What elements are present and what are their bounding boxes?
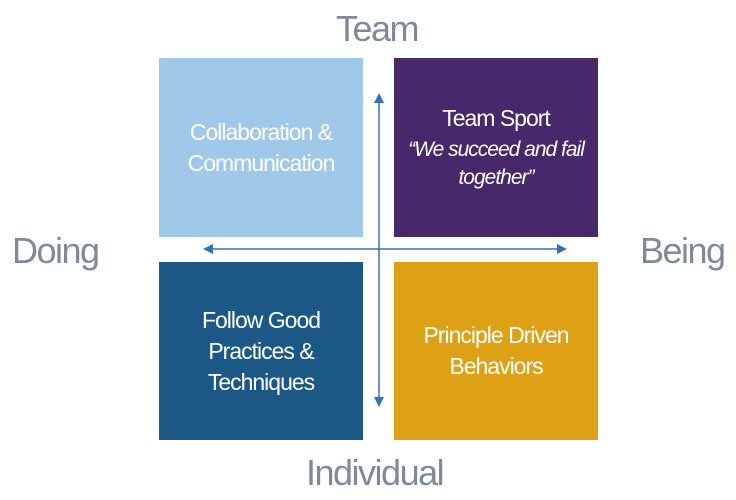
- quadrant-text: Behaviors: [449, 353, 543, 379]
- axis-label-being: Being: [640, 230, 726, 271]
- axis-label-individual: Individual: [306, 452, 445, 493]
- quadrant-text: Collaboration &: [189, 118, 333, 145]
- quadrant-collaboration: Collaboration & Communication: [159, 58, 363, 237]
- quadrant-quote: together”: [458, 166, 534, 189]
- quadrant-principle-driven: Principle Driven Behaviors: [394, 262, 598, 440]
- quadrant-text: Principle Driven: [423, 322, 569, 348]
- quadrant-text: Practices &: [208, 337, 314, 364]
- quadrant-title: Team Sport: [442, 105, 551, 131]
- axis-label-team: Team: [336, 8, 420, 49]
- quadrant-text: Techniques: [207, 368, 315, 395]
- quadrant-text: Communication: [187, 149, 336, 176]
- axis-label-doing: Doing: [12, 230, 100, 271]
- quadrant-quote: “We succeed and fail: [408, 138, 585, 161]
- arrow-up-icon: [374, 93, 384, 103]
- arrow-left-icon: [203, 244, 213, 254]
- quadrant-team-sport: Team Sport “We succeed and fail together…: [394, 58, 598, 237]
- quadrant-good-practices: Follow Good Practices & Techniques: [159, 262, 363, 440]
- quadrant-text: Follow Good: [201, 306, 321, 333]
- arrow-right-icon: [557, 244, 567, 254]
- arrow-down-icon: [374, 397, 384, 407]
